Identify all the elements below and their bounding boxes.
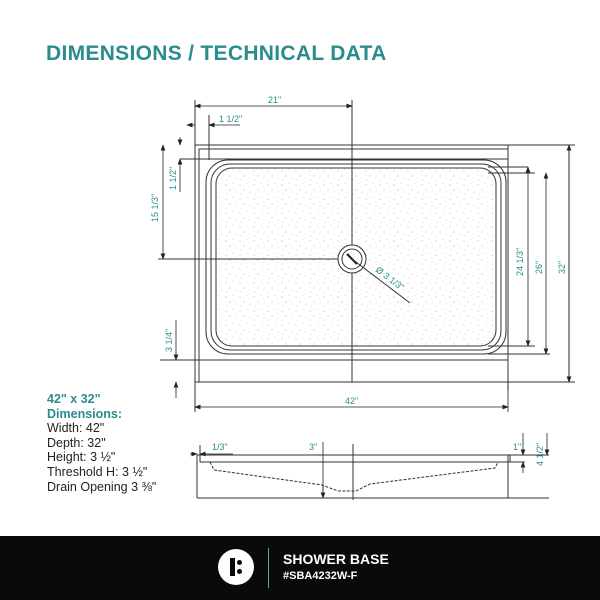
specs-panel: 42" x 32" Dimensions: Width: 42" Depth: … <box>47 392 156 494</box>
dim-flange-depth: 1 1/2" <box>168 167 178 190</box>
product-name: SHOWER BASE <box>283 551 389 567</box>
dim-lip: 1/3" <box>212 442 228 452</box>
technical-drawing: 21" 1 1/2" 1 1/2" 15 1/3" 3 1/4" Ø 3 1/3… <box>150 95 575 500</box>
spec-depth: Depth: 32" <box>47 435 106 450</box>
dim-basin-depth: 26" <box>534 261 544 274</box>
spec-drain-opening: Drain Opening 3 ⅜" <box>47 479 157 494</box>
brand-logo-icon <box>218 549 254 585</box>
specs-heading: Dimensions: <box>47 406 123 421</box>
specs-size: 42" x 32" <box>47 392 101 406</box>
top-view <box>158 100 575 412</box>
dim-half-width: 21" <box>268 95 281 105</box>
spec-height: Height: 3 ½" <box>47 450 116 465</box>
dim-inner-depth: 24 1/3" <box>515 248 525 276</box>
product-sku: #SBA4232W-F <box>283 570 358 582</box>
page-title: DIMENSIONS / TECHNICAL DATA <box>46 42 387 65</box>
dim-threshold-depth: 3 1/4" <box>164 329 174 352</box>
dim-drain-height: 3" <box>309 442 317 452</box>
spec-width: Width: 42" <box>47 421 105 436</box>
footer-divider <box>268 548 269 588</box>
dim-flange-width: 1 1/2" <box>219 114 242 124</box>
dim-total-height: 4 1/2" <box>535 443 545 466</box>
side-view <box>196 444 549 500</box>
dim-total-width: 42" <box>345 396 358 406</box>
footer-bar: SHOWER BASE #SBA4232W-F <box>0 536 600 600</box>
spec-threshold-height: Threshold H: 3 ½" <box>47 464 148 479</box>
dim-drain-offset: 15 1/3" <box>150 194 160 222</box>
dim-total-depth: 32" <box>557 261 567 274</box>
dim-threshold-step: 1" <box>513 442 521 452</box>
